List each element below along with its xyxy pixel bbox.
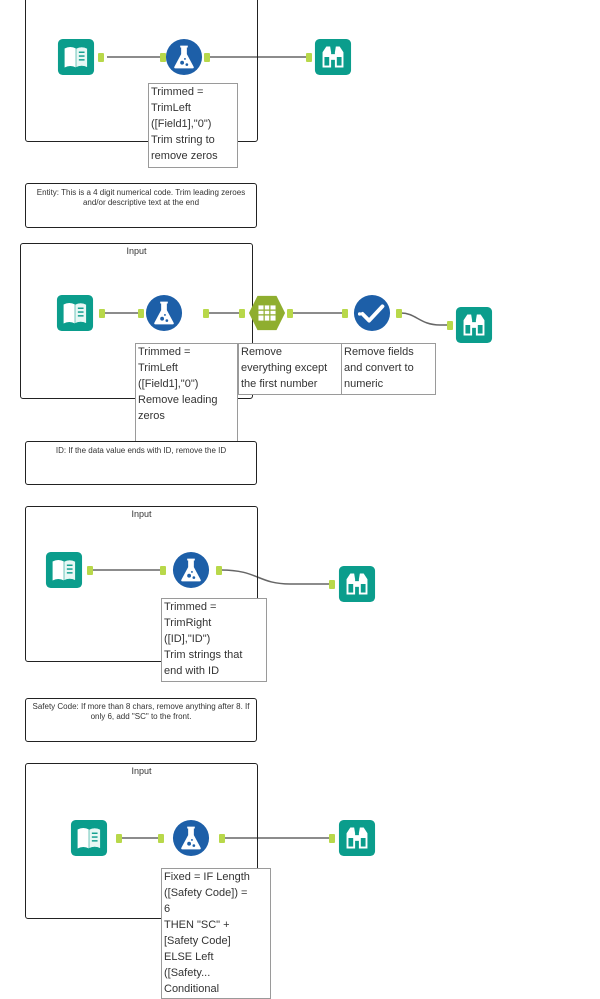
select-tool[interactable] [353, 294, 391, 332]
output-anchor[interactable] [203, 309, 209, 318]
annotation-line: Fixed = IF Length [164, 871, 250, 883]
annotation-line: Conditional [164, 983, 220, 995]
annotation-line: Trim strings that [164, 649, 243, 661]
annotation-line: everything except [241, 362, 328, 374]
input-anchor[interactable] [329, 834, 335, 843]
input-anchor[interactable] [447, 321, 453, 330]
output-anchor[interactable] [99, 309, 105, 318]
annotation-line: Trimmed = [138, 346, 191, 358]
annotation-line: numeric [344, 378, 384, 390]
output-anchor[interactable] [219, 834, 225, 843]
input-anchor[interactable] [329, 580, 335, 589]
browse-tool[interactable] [314, 38, 352, 76]
browse-tool[interactable] [455, 306, 493, 344]
formula-tool[interactable] [172, 551, 210, 589]
input-anchor[interactable] [306, 53, 312, 62]
annotation-line: Remove [241, 346, 282, 358]
flask-icon [165, 38, 203, 76]
workflow-1-container[interactable] [25, 0, 258, 142]
annotation-line: Remove fields [344, 346, 414, 358]
input-anchor[interactable] [158, 834, 164, 843]
annotation-line: zeros [138, 410, 165, 422]
annotation-line: the first number [241, 378, 318, 390]
output-anchor[interactable] [396, 309, 402, 318]
binoculars-icon [455, 306, 493, 344]
annotation-line: ([Safety Code]) = [164, 887, 248, 899]
output-anchor[interactable] [116, 834, 122, 843]
annotation-line: remove zeros [151, 150, 218, 162]
regex-tool[interactable] [248, 294, 286, 332]
output-anchor[interactable] [287, 309, 293, 318]
annotation-line: end with ID [164, 665, 220, 677]
formula-annotation: Trimmed = TrimLeft ([Field1],"0") Trim s… [148, 83, 238, 168]
annotation-line: and convert to [344, 362, 414, 374]
browse-tool[interactable] [338, 565, 376, 603]
formula-tool[interactable] [145, 294, 183, 332]
flask-icon [172, 551, 210, 589]
container-title: Input [131, 509, 152, 519]
annotation-line: ELSE Left [164, 951, 214, 963]
table-lines-icon [248, 294, 286, 332]
annotation-line: Remove leading [138, 394, 218, 406]
output-anchor[interactable] [204, 53, 210, 62]
formula-annotation: Trimmed = TrimLeft ([Field1],"0") Remove… [135, 343, 238, 443]
output-anchor[interactable] [87, 566, 93, 575]
annotation-line: ([Safety... [164, 967, 211, 979]
formula-annotation: Fixed = IF Length ([Safety Code]) = 6 TH… [161, 868, 271, 999]
comment-entity[interactable]: Entity: This is a 4 digit numerical code… [25, 183, 257, 228]
workflow-4-container[interactable]: Input [25, 763, 258, 919]
comment-text: Entity: This is a 4 digit numerical code… [36, 188, 246, 207]
regex-annotation: Remove everything except the first numbe… [238, 343, 342, 395]
annotation-line: ([ID],"ID") [164, 633, 211, 645]
comment-text: ID: If the data value ends with ID, remo… [55, 446, 227, 455]
select-annotation: Remove fields and convert to numeric [341, 343, 436, 395]
annotation-line: ([Field1],"0") [138, 378, 199, 390]
input-anchor[interactable] [160, 53, 166, 62]
input-anchor[interactable] [342, 309, 348, 318]
annotation-line: Trimmed = [151, 86, 204, 98]
input-data-tool[interactable] [56, 294, 94, 332]
input-anchor[interactable] [239, 309, 245, 318]
container-title: Input [126, 246, 147, 256]
formula-tool[interactable] [172, 819, 210, 857]
input-data-tool[interactable] [57, 38, 95, 76]
book-icon [56, 294, 94, 332]
input-anchor[interactable] [138, 309, 144, 318]
output-anchor[interactable] [216, 566, 222, 575]
workflow-3-container[interactable]: Input [25, 506, 258, 662]
annotation-line: ([Field1],"0") [151, 118, 212, 130]
annotation-line: Trimmed = [164, 601, 217, 613]
book-icon [70, 819, 108, 857]
book-icon [57, 38, 95, 76]
binoculars-icon [338, 565, 376, 603]
formula-annotation: Trimmed = TrimRight ([ID],"ID") Trim str… [161, 598, 267, 682]
browse-tool[interactable] [338, 819, 376, 857]
comment-text: Safety Code: If more than 8 chars, remov… [32, 702, 250, 721]
input-anchor[interactable] [160, 566, 166, 575]
formula-tool[interactable] [165, 38, 203, 76]
flask-icon [145, 294, 183, 332]
binoculars-icon [338, 819, 376, 857]
book-icon [45, 551, 83, 589]
container-title: Input [131, 766, 152, 776]
flask-icon [172, 819, 210, 857]
input-data-tool[interactable] [70, 819, 108, 857]
annotation-line: Trim string to [151, 134, 215, 146]
annotation-line: [Safety Code] [164, 935, 231, 947]
output-anchor[interactable] [98, 53, 104, 62]
input-data-tool[interactable] [45, 551, 83, 589]
comment-safety-code[interactable]: Safety Code: If more than 8 chars, remov… [25, 698, 257, 742]
checkmark-icon [353, 294, 391, 332]
annotation-line: TrimLeft [138, 362, 178, 374]
annotation-line: TrimRight [164, 617, 212, 629]
binoculars-icon [314, 38, 352, 76]
annotation-line: TrimLeft [151, 102, 191, 114]
comment-id[interactable]: ID: If the data value ends with ID, remo… [25, 441, 257, 485]
annotation-line: THEN "SC" + [164, 919, 230, 931]
annotation-line: 6 [164, 903, 171, 915]
